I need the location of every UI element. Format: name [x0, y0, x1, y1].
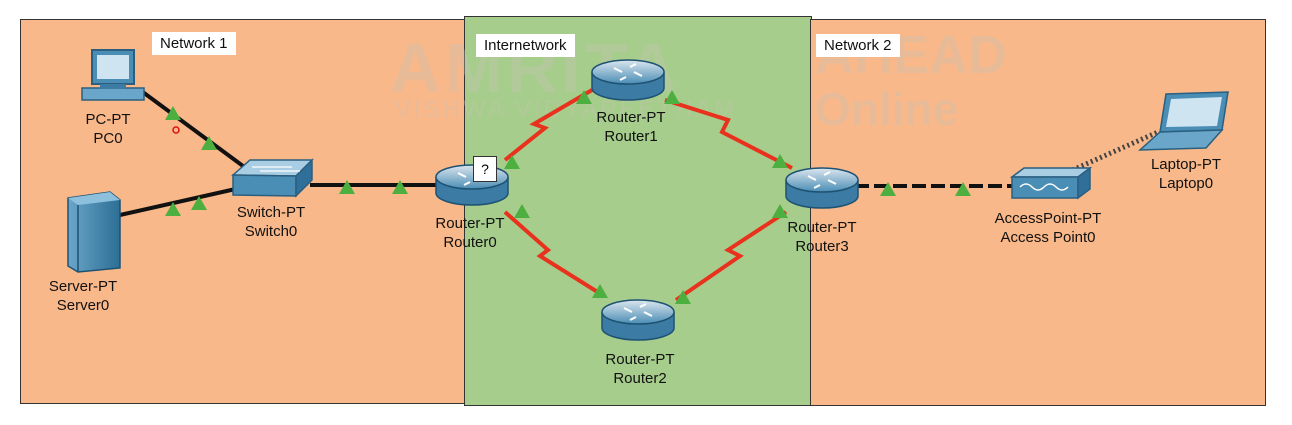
- device-name: Router1: [604, 128, 658, 145]
- pc-icon[interactable]: [81, 49, 145, 101]
- device-name: Router0: [443, 234, 497, 251]
- link-light: [165, 106, 181, 120]
- internetwork-label: Internetwork: [476, 34, 575, 57]
- device-type: Switch-PT: [236, 204, 306, 221]
- link-light: [191, 196, 207, 210]
- link-light: [514, 204, 530, 218]
- device-type: PC-PT: [85, 111, 131, 128]
- server-icon[interactable]: [67, 191, 121, 273]
- link-light: [576, 90, 592, 104]
- device-type: Router-PT: [596, 109, 666, 126]
- ap0-label: AccessPoint-PT Access Point0: [978, 209, 1118, 247]
- watermark-online: Online: [815, 83, 959, 135]
- server0-label: Server-PT Server0: [38, 277, 128, 315]
- link-light: [339, 180, 355, 194]
- device-type: Router-PT: [605, 351, 675, 368]
- switch0-label: Switch-PT Switch0: [226, 203, 316, 241]
- link-light: [675, 290, 691, 304]
- router0-label: Router-PT Router0: [425, 214, 515, 252]
- link-light: [955, 182, 971, 196]
- link-router1-router3: [664, 98, 793, 170]
- pc0-label: PC-PT PC0: [78, 110, 138, 148]
- device-type: Router-PT: [435, 215, 505, 232]
- laptop-icon[interactable]: [1137, 91, 1229, 151]
- router2-label: Router-PT Router2: [592, 350, 688, 388]
- link-light: [165, 202, 181, 216]
- router0-icon[interactable]: [435, 164, 509, 206]
- router1-icon[interactable]: [591, 59, 665, 101]
- router2-icon[interactable]: [601, 299, 675, 341]
- router0-tag: ?: [473, 156, 497, 182]
- link-ap0-laptop0-wireless: [1066, 129, 1160, 175]
- link-light: [504, 155, 520, 169]
- link-pc0-switch0: [138, 88, 264, 182]
- serial-links: [503, 88, 793, 302]
- link-light: [880, 182, 896, 196]
- ethernet-links: [119, 88, 1160, 217]
- link-light: [772, 154, 788, 168]
- link-lights: [165, 90, 971, 304]
- network2-region: [810, 19, 1266, 406]
- link-router0-router2: [503, 210, 606, 298]
- link-light: [772, 204, 788, 218]
- device-type: Laptop-PT: [1150, 156, 1222, 173]
- device-type: Server-PT: [48, 278, 118, 295]
- device-type: AccessPoint-PT: [994, 210, 1102, 227]
- access-point-icon[interactable]: [1009, 166, 1093, 200]
- device-name: Router3: [795, 238, 849, 255]
- link-light: [201, 136, 217, 150]
- device-name: Access Point0: [1000, 229, 1096, 246]
- router3-label: Router-PT Router3: [774, 218, 870, 256]
- link-light: [664, 90, 680, 104]
- device-name: Server0: [56, 297, 110, 314]
- switch-icon[interactable]: [231, 158, 314, 198]
- router1-label: Router-PT Router1: [583, 108, 679, 146]
- device-name: PC0: [93, 130, 123, 147]
- device-name: Switch0: [244, 223, 298, 240]
- link-light: [592, 284, 608, 298]
- device-name: Router2: [613, 370, 667, 387]
- link-server0-switch0: [119, 186, 241, 217]
- link-router0-router1: [503, 88, 594, 162]
- network2-label: Network 2: [816, 34, 900, 57]
- device-name: Laptop0: [1158, 175, 1214, 192]
- link-light: [392, 180, 408, 194]
- laptop0-label: Laptop-PT Laptop0: [1136, 155, 1236, 193]
- device-type: Router-PT: [787, 219, 857, 236]
- router3-icon[interactable]: [785, 167, 859, 209]
- status-dot: [172, 126, 180, 134]
- link-router2-router3: [674, 210, 788, 302]
- network1-label: Network 1: [152, 32, 236, 55]
